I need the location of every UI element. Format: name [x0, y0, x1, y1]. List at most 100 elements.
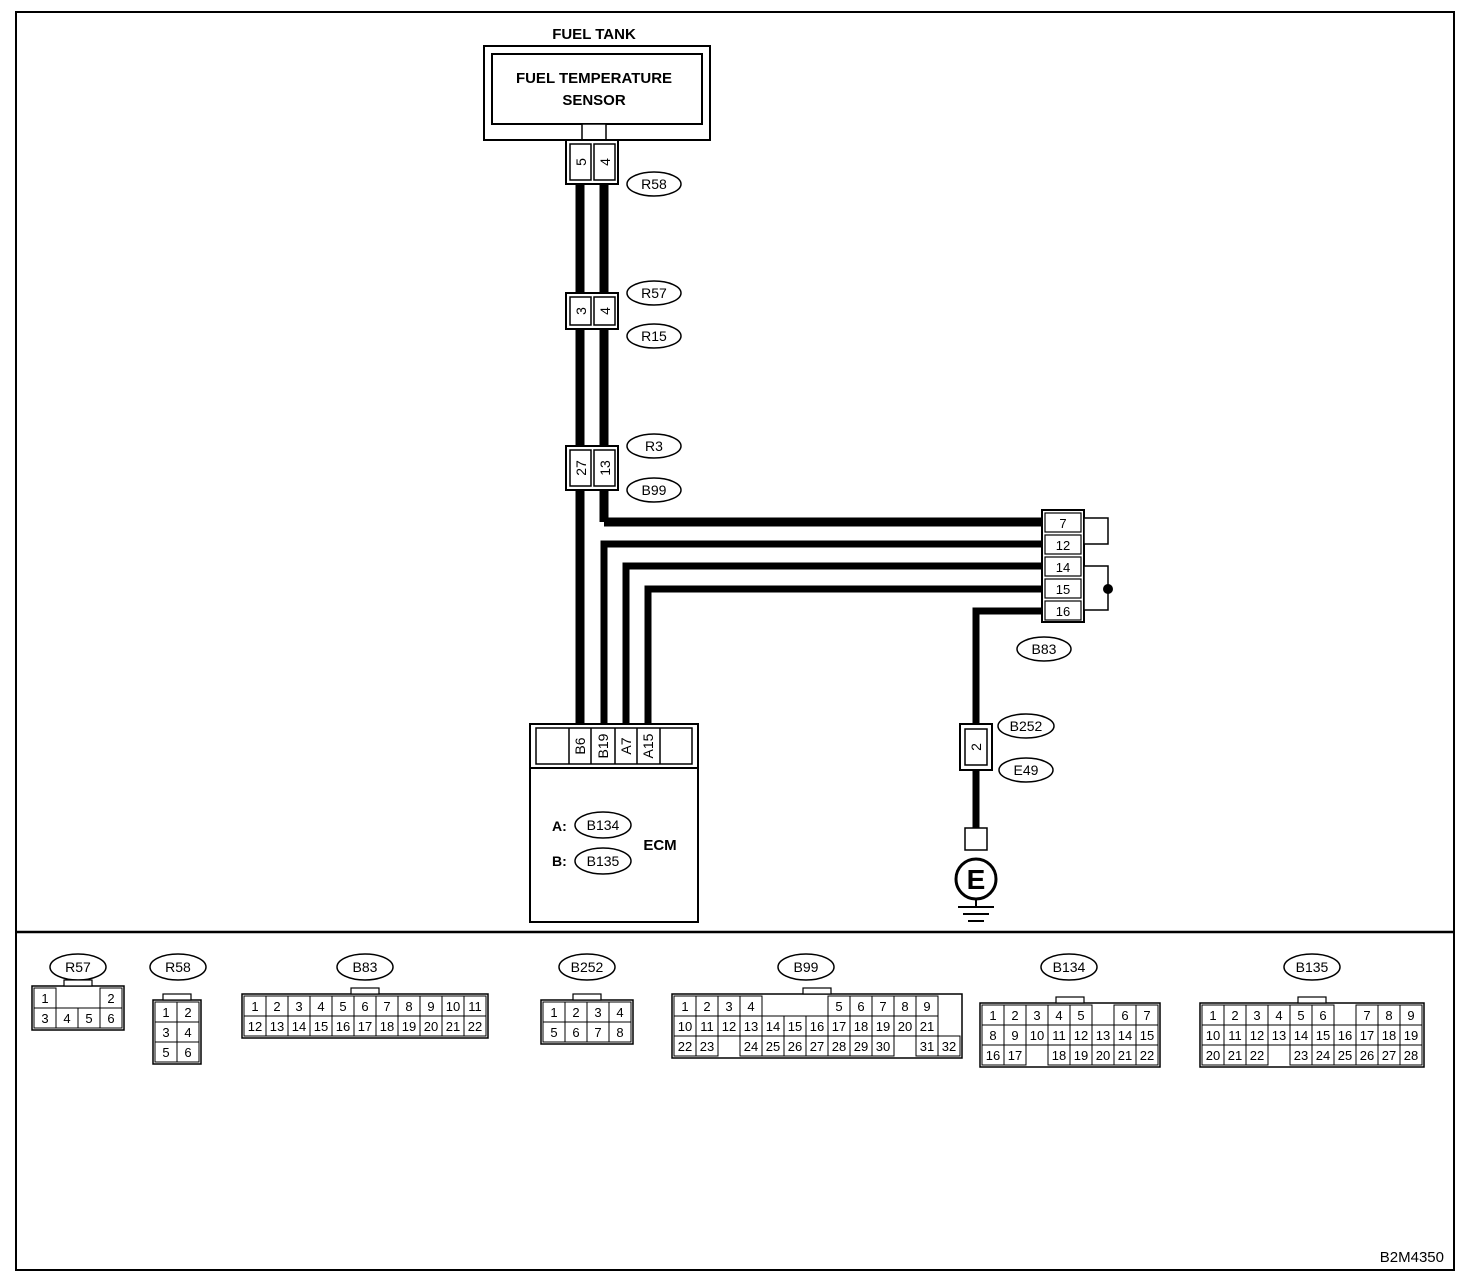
- tag-r58: R58: [626, 171, 682, 197]
- legend-pin: 8: [989, 1028, 996, 1043]
- legend-pin: 25: [1338, 1048, 1352, 1063]
- legend-pin: 32: [942, 1039, 956, 1054]
- legend-pin: 17: [1360, 1028, 1374, 1043]
- ground-letter: E: [967, 864, 986, 895]
- legend-pin: 5: [85, 1011, 92, 1026]
- legend-pin: 6: [857, 999, 864, 1014]
- fuel-temperature-sensor: [491, 53, 703, 125]
- legend-pin: 2: [572, 1005, 579, 1020]
- legend-pin: 12: [1250, 1028, 1264, 1043]
- sensor-label-line2: SENSOR: [562, 92, 626, 109]
- connector-b99: 27 13: [565, 445, 619, 491]
- b83-pin-16: 16: [1056, 604, 1070, 619]
- legend-pin: 3: [725, 999, 732, 1014]
- legend-pin: 5: [162, 1045, 169, 1060]
- legend-pin: 6: [1121, 1008, 1128, 1023]
- legend-pin: 21: [920, 1019, 934, 1034]
- legend-pin: 4: [1055, 1008, 1062, 1023]
- svg-text:R15: R15: [641, 328, 667, 344]
- connector-r58: 5 4: [565, 139, 619, 185]
- ecm-pin-a15: A15: [640, 733, 656, 758]
- legend-pin: 22: [678, 1039, 692, 1054]
- ecm-conn-b-tag: B135: [587, 853, 620, 869]
- legend-pin: 3: [1033, 1008, 1040, 1023]
- legend-pin: 10: [1206, 1028, 1220, 1043]
- svg-text:B83: B83: [1032, 641, 1057, 657]
- b83-splice-dot: [1103, 584, 1113, 594]
- legend-pin: 22: [468, 1019, 482, 1034]
- legend-pin: 1: [162, 1005, 169, 1020]
- legend-pin: 19: [1074, 1048, 1088, 1063]
- legend-pin: 27: [1382, 1048, 1396, 1063]
- legend-pin: 5: [1297, 1008, 1304, 1023]
- legend-pin: 24: [1316, 1048, 1330, 1063]
- r15-pin-3: 3: [573, 307, 589, 315]
- legend-pin: 10: [678, 1019, 692, 1034]
- legend-pin: 11: [700, 1019, 714, 1034]
- legend-pin: 7: [879, 999, 886, 1014]
- svg-text:R58: R58: [641, 176, 667, 192]
- legend-pin: 12: [722, 1019, 736, 1034]
- legend-pin: 1: [989, 1008, 996, 1023]
- ecm-label: ECM: [643, 837, 676, 854]
- legend-pin: 21: [446, 1019, 460, 1034]
- legend-pin: 26: [1360, 1048, 1374, 1063]
- legend-pin: 14: [1118, 1028, 1132, 1043]
- legend-pin: 11: [1052, 1028, 1066, 1043]
- b83-pin-12: 12: [1056, 538, 1070, 553]
- connector-b83: 7 12 14 15 16: [1041, 509, 1113, 623]
- legend-pin: 30: [876, 1039, 890, 1054]
- sensor-stub: [581, 123, 607, 141]
- legend-pin: 27: [810, 1039, 824, 1054]
- legend-pin: 7: [1143, 1008, 1150, 1023]
- legend-pin: 31: [920, 1039, 934, 1054]
- legend-pin: 16: [336, 1019, 350, 1034]
- legend-tag: B83: [353, 959, 378, 975]
- legend-tag: B134: [1053, 959, 1086, 975]
- ecm-pin-a7: A7: [618, 737, 634, 754]
- legend-tag: R57: [65, 959, 91, 975]
- legend-pin: 1: [1209, 1008, 1216, 1023]
- legend-pin: 8: [901, 999, 908, 1014]
- legend-pin: 2: [1231, 1008, 1238, 1023]
- svg-text:E49: E49: [1014, 762, 1039, 778]
- legend-pin: 17: [832, 1019, 846, 1034]
- ecm-conn-b-prefix: B:: [552, 853, 567, 869]
- legend-pin: 18: [1052, 1048, 1066, 1063]
- legend-pin: 9: [923, 999, 930, 1014]
- legend-pin: 18: [1382, 1028, 1396, 1043]
- legend-pin: 12: [1074, 1028, 1088, 1043]
- e49-pin-2: 2: [968, 743, 984, 751]
- legend-pin: 13: [270, 1019, 284, 1034]
- legend-pin: 4: [747, 999, 754, 1014]
- legend-tag: B252: [571, 959, 604, 975]
- legend-pin: 17: [1008, 1048, 1022, 1063]
- legend-pin: 6: [572, 1025, 579, 1040]
- legend-tag: B99: [794, 959, 819, 975]
- svg-text:B252: B252: [1010, 718, 1043, 734]
- tag-r57: R57: [626, 280, 682, 306]
- legend-pin: 15: [1316, 1028, 1330, 1043]
- legend-pin: 20: [1206, 1048, 1220, 1063]
- sensor-label-line1: FUEL TEMPERATURE: [516, 70, 672, 87]
- ecm-module: B6 B19 A7 A15 A: B134 B: B135 ECM: [529, 723, 699, 923]
- legend-pin: 14: [1294, 1028, 1308, 1043]
- tag-r3: R3: [626, 433, 682, 459]
- r15-pin-4: 4: [597, 307, 613, 315]
- legend-pin: 19: [876, 1019, 890, 1034]
- legend-pin: 8: [616, 1025, 623, 1040]
- legend-pin: 3: [41, 1011, 48, 1026]
- legend-pin: 11: [468, 999, 482, 1014]
- b99-pin-27: 27: [573, 460, 589, 476]
- legend-pin: 15: [1140, 1028, 1154, 1043]
- b83-pin-15: 15: [1056, 582, 1070, 597]
- legend-pin: 4: [63, 1011, 70, 1026]
- svg-text:R57: R57: [641, 285, 667, 301]
- tag-r15: R15: [626, 323, 682, 349]
